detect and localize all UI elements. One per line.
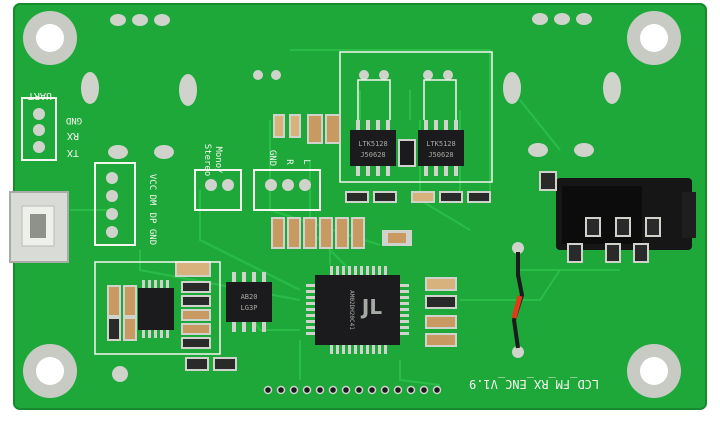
audio-header [253, 169, 321, 211]
tx-label: TX [67, 147, 79, 158]
inductor [398, 139, 416, 167]
top-vias [81, 13, 621, 382]
dp-label: DP [147, 213, 157, 224]
amp-wire-loops [357, 79, 457, 120]
uart-label: UART [28, 90, 52, 101]
small-chip-text-1: AB20 [241, 293, 258, 301]
micro-usb-connector [9, 191, 69, 263]
gnd-top-label: GND [66, 115, 82, 125]
antenna-wire [511, 242, 525, 358]
rx-label: RX [67, 130, 79, 141]
usb-header [94, 162, 136, 246]
mounting-hole-top-right [627, 11, 681, 65]
bottom-pin-row [263, 385, 442, 395]
audio-jack [539, 171, 696, 263]
mcu-chip [306, 266, 409, 354]
r-label: R [284, 159, 294, 165]
gnd-bottom-label: GND [147, 229, 157, 245]
amp-chip-2 [418, 120, 464, 176]
mcu-text: AM02DH20C41 [348, 290, 355, 330]
amp2-text-2: J50628 [428, 151, 453, 159]
stereo-label: Stereo [202, 144, 212, 177]
gnd-audio-label: GND [267, 150, 277, 166]
small-chip-text-2: LG3P [241, 304, 258, 312]
mono-stereo-jumper [194, 169, 242, 211]
fm-section-outline [94, 261, 221, 355]
smd-passives [107, 114, 491, 371]
mounting-hole-bottom-left [23, 344, 77, 398]
l-label: L [301, 159, 311, 164]
dm-label: DM [147, 195, 157, 206]
mcu-logo: JL [360, 295, 382, 319]
pcb-traces [70, 49, 620, 386]
amp1-text-1: LTK5128 [358, 140, 388, 148]
amp1-text-2: J50628 [360, 151, 385, 159]
amp-chip-1 [350, 120, 396, 176]
uart-header [21, 97, 57, 161]
small-chip [226, 272, 272, 332]
mounting-hole-top-left [23, 11, 77, 65]
fm-chip [138, 280, 174, 338]
mono-label: Mono/ [213, 146, 223, 173]
vcc-label: VCC [147, 174, 157, 190]
mounting-hole-bottom-right [627, 344, 681, 398]
board-name-label: LCD_FM_RX_ENC_V1.9 [469, 377, 599, 391]
amp2-text-1: LTK5128 [426, 140, 456, 148]
